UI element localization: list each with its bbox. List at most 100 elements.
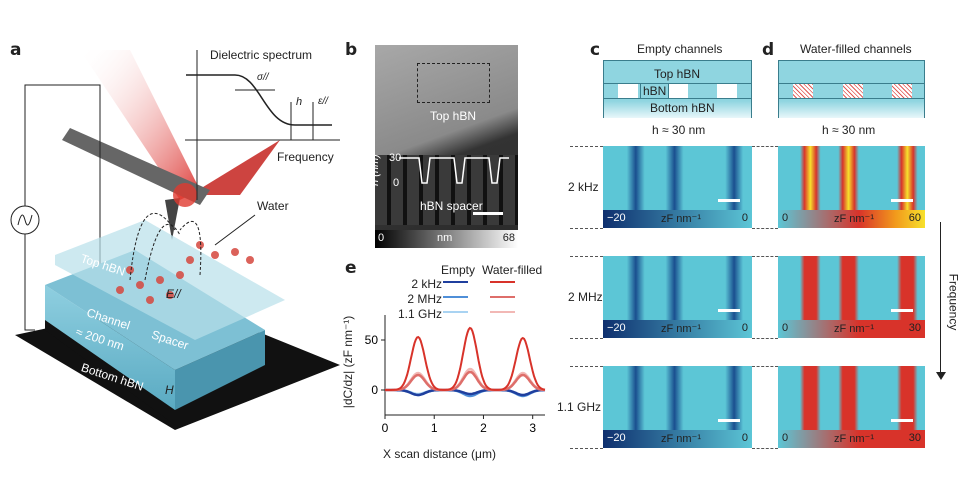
row-label: 2 MHz	[568, 290, 603, 304]
scale-bar	[891, 309, 913, 312]
water-channel-map: 0 zF nm⁻¹ 30	[778, 366, 925, 448]
b-tick-30: 30	[389, 152, 402, 164]
d-cbar-unit: zF nm⁻¹	[834, 213, 875, 225]
epsilon-label: ε//	[318, 96, 328, 107]
b-cbar-min: 0	[378, 232, 385, 244]
x-tick-label: 0	[382, 421, 389, 435]
series-line-empty-2khz	[385, 388, 545, 397]
water-channel-map: 0 zF nm⁻¹ 60	[778, 146, 925, 228]
c-cbar-unit: zF nm⁻¹	[661, 433, 702, 445]
scale-bar	[718, 199, 740, 202]
c-cbar-max: 0	[741, 212, 748, 224]
c-colorbar: −20 zF nm⁻¹ 0	[603, 320, 752, 338]
device-schematic	[10, 50, 340, 430]
scale-bar	[473, 212, 503, 215]
afm-topography-image: Top hBN hBN spacer h (nm) 30 0 0 nm 68	[369, 45, 518, 248]
c-cbar-unit: zF nm⁻¹	[661, 213, 702, 225]
top-hbn	[55, 220, 285, 340]
zoom-region	[417, 63, 490, 103]
row-label: 2 kHz	[568, 180, 599, 194]
laser-beam	[80, 50, 200, 200]
d-schematic	[778, 60, 925, 118]
d-cbar-max: 30	[908, 322, 921, 334]
b-cbar-max: 68	[502, 232, 515, 244]
bottom-hbn	[45, 285, 175, 410]
c-cbar-max: 0	[741, 432, 748, 444]
tip	[165, 198, 180, 240]
H-label: H	[165, 383, 174, 397]
b-cbar-unit: nm	[437, 232, 453, 244]
legend-header-water: Water-filled	[482, 263, 543, 277]
legend-2khz: 2 kHz	[411, 277, 442, 291]
panel-label-b: b	[345, 40, 358, 60]
d-cbar-unit: zF nm⁻¹	[834, 433, 875, 445]
empty-channel-map: −20 zF nm⁻¹ 0	[603, 366, 752, 448]
scale-bar	[718, 309, 740, 312]
d-cbar-max: 60	[908, 212, 921, 224]
d-cbar-unit: zF nm⁻¹	[834, 323, 875, 335]
arrow-head-icon	[936, 372, 946, 380]
c-cbar-max: 0	[741, 322, 748, 334]
line-chart: 0 1 2 3 0 50	[365, 281, 546, 435]
series-line-water-filled-11ghz	[385, 367, 546, 392]
cantilever	[62, 128, 210, 205]
water-filled-channel	[892, 84, 912, 98]
frequency-label: Frequency	[946, 273, 960, 331]
c-top-hbn: Top hBN	[654, 67, 701, 81]
inset-title: Dielectric spectrum	[210, 48, 313, 62]
series-line-water-filled-2mhz	[385, 370, 545, 392]
y-tick-label: 50	[365, 333, 379, 347]
b-tick-0: 0	[393, 177, 400, 189]
d-colorbar: 0 zF nm⁻¹ 30	[778, 320, 925, 338]
y-tick-label: 0	[371, 383, 378, 397]
frequency-arrow	[940, 222, 941, 377]
d-cbar-min: 0	[782, 432, 789, 444]
x-axis-label: X scan distance (μm)	[383, 447, 496, 461]
x-tick-label: 2	[480, 421, 487, 435]
c-bottom-hbn: Bottom hBN	[650, 101, 715, 115]
water-label: Water	[257, 199, 289, 213]
legend-header-empty: Empty	[441, 263, 476, 277]
d-cbar-min: 0	[782, 322, 789, 334]
water-filled-channel	[793, 84, 813, 98]
panel-label-a: a	[10, 40, 22, 60]
scale-bar	[718, 419, 740, 422]
sigma-label: σ//	[257, 72, 269, 83]
c-cbar-min: −20	[607, 212, 626, 224]
inset-xlabel: Frequency	[277, 150, 334, 164]
water-channel-map: 0 zF nm⁻¹ 30	[778, 256, 925, 338]
c-cbar-min: −20	[607, 322, 626, 334]
c-colorbar: −20 zF nm⁻¹ 0	[603, 430, 752, 448]
row-label: 1.1 GHz	[557, 400, 602, 414]
d-cbar-max: 30	[908, 432, 921, 444]
height-profile	[399, 157, 509, 184]
c-cbar-min: −20	[607, 432, 626, 444]
empty-channel-map: −20 zF nm⁻¹ 0	[603, 256, 752, 338]
h-label: h	[296, 96, 303, 108]
series-line-water-filled-2khz	[385, 326, 546, 391]
panel-label-e: e	[345, 258, 357, 278]
empty-channel-map: −20 zF nm⁻¹ 0	[603, 146, 752, 228]
y-axis-label: |dC/dz| (zF nm⁻¹)	[341, 315, 355, 409]
x-tick-label: 1	[431, 421, 438, 435]
c-hbn: hBN	[640, 84, 670, 98]
panel-label-c: c	[590, 40, 601, 60]
d-cbar-min: 0	[782, 212, 789, 224]
c-colorbar: −20 zF nm⁻¹ 0	[603, 210, 752, 228]
x-tick-label: 3	[529, 421, 536, 435]
E-field-label: E//	[166, 287, 181, 301]
b-colorbar: 0 nm 68	[375, 230, 518, 248]
d-title: Water-filled channels	[800, 42, 912, 56]
c-title: Empty channels	[637, 42, 723, 56]
c-height: h ≈ 30 nm	[652, 123, 706, 137]
b-ylabel: h (nm)	[369, 154, 381, 186]
legend-2mhz: 2 MHz	[407, 292, 442, 306]
d-colorbar: 0 zF nm⁻¹ 60	[778, 210, 925, 228]
panel-label-d: d	[762, 40, 775, 60]
d-colorbar: 0 zF nm⁻¹ 30	[778, 430, 925, 448]
b-spacer-label: hBN spacer	[420, 199, 483, 213]
water-filled-channel	[843, 84, 863, 98]
b-top-hbn-label: Top hBN	[430, 109, 477, 123]
c-schematic: Top hBN hBN Bottom hBN	[603, 60, 752, 118]
legend-1ghz: 1.1 GHz	[397, 307, 442, 321]
